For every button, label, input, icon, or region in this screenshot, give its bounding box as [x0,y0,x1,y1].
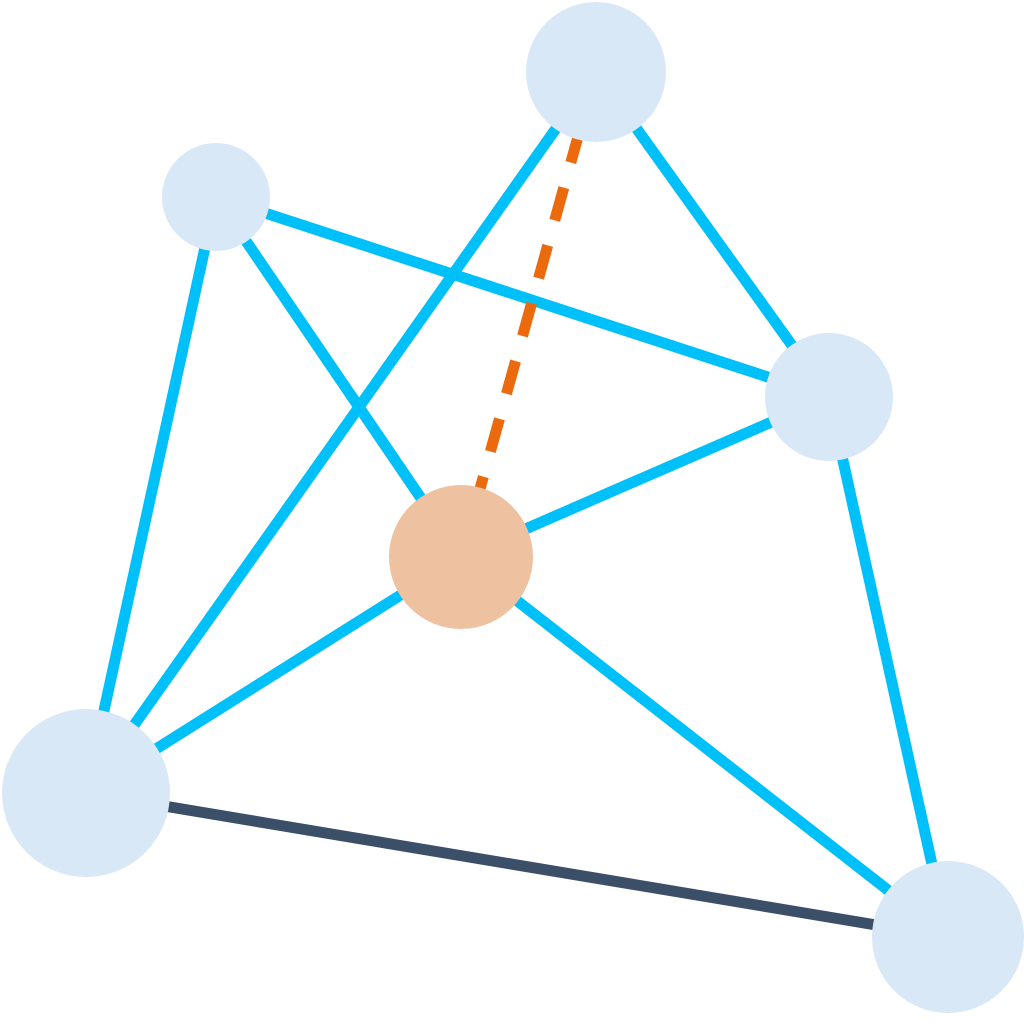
edges-layer [80,68,954,943]
edge-top-to-center-dashed [455,70,602,559]
edge-upper-left-to-bottom-left [80,195,222,795]
edge-right-to-bottom-right [823,395,954,939]
edge-center-to-bottom-right [457,552,952,942]
node-bottom-left [2,709,170,877]
edge-upper-left-to-center [211,193,466,561]
node-right [765,333,893,461]
node-upper-left [162,143,270,251]
node-center [389,485,533,629]
edge-bottom-left-to-bottom-right [85,787,949,943]
edge-upper-left-to-right [214,191,831,403]
node-bottom-right [872,861,1024,1013]
node-top [526,2,666,142]
edge-top-to-bottom-left [81,68,601,797]
